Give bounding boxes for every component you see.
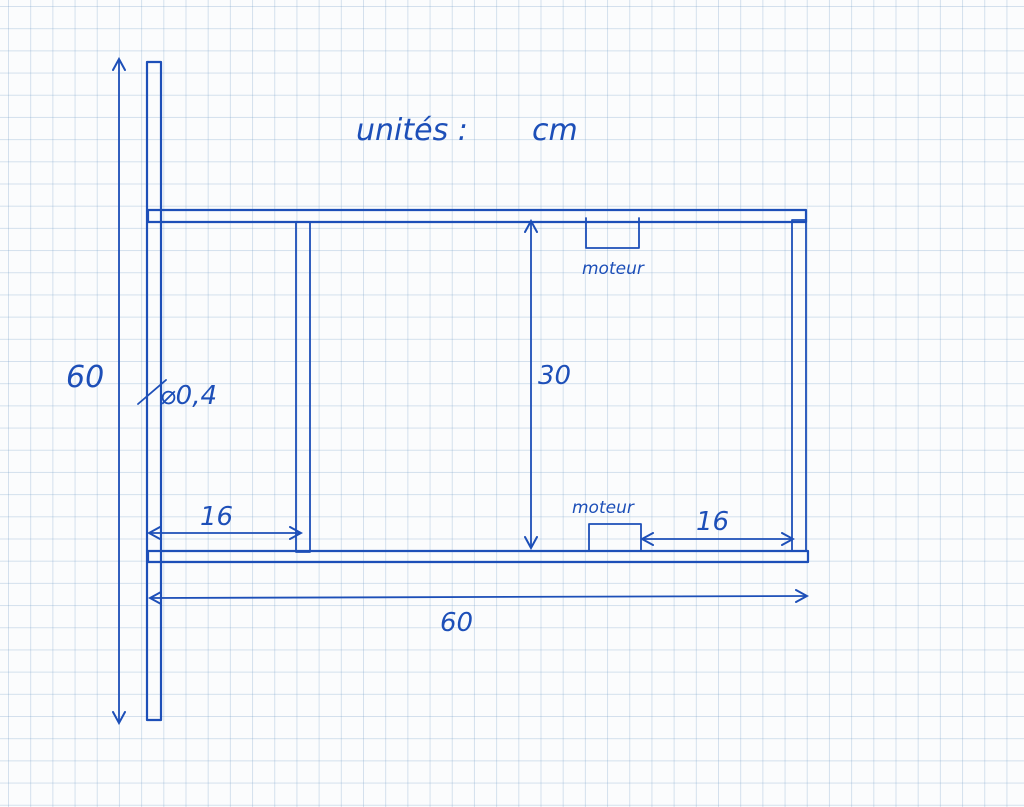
width-60-label: 60: [440, 608, 473, 638]
dimension-width-60-arrow: [151, 596, 806, 598]
left-16-label: 16: [200, 502, 233, 532]
right-rod: [791, 219, 807, 552]
diameter-label: ⌀0,4: [160, 381, 217, 411]
vertical-post: [145, 60, 163, 722]
inner-left-rod: [295, 221, 311, 553]
bottom-bar: [146, 549, 810, 564]
motor-top-label: moteur: [582, 259, 645, 279]
top-bar: [146, 208, 808, 224]
vertical-60-label: 60: [66, 360, 104, 395]
motor-bottom-block: [588, 523, 642, 552]
motor-bottom-label: moteur: [572, 498, 635, 518]
units-label: unités :: [356, 113, 468, 148]
height-30-label: 30: [538, 361, 571, 391]
motor-top-block: [585, 217, 640, 249]
units-value: cm: [532, 113, 578, 148]
right-16-label: 16: [696, 507, 729, 537]
diameter-slash-icon: [137, 379, 167, 405]
